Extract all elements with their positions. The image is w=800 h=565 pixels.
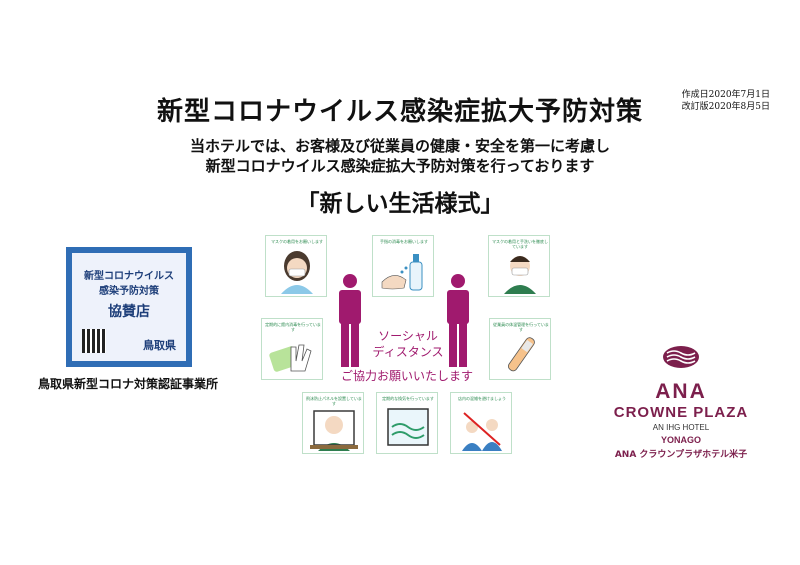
motto-heading: 「新しい生活様式」 [296,190,504,217]
hotel-logo: ANA CROWNE PLAZA AN IHG HOTEL YONAGO ANA… [600,345,762,460]
crowd-avoid-icon [462,412,502,451]
social-distance-line-2: ディスタンス [372,345,444,359]
card-label: 従業員の体温管理を行っています [493,322,549,332]
badge-line-3: 協賛店 [108,304,150,320]
card-label: マスクの着用と手洗いを徹底しています [492,239,548,249]
document-dates: 作成日2020年7月1日 改訂版2020年8月5日 [682,89,770,113]
intro-line-2: 新型コロナウイルス感染症拡大予防対策を行っております [205,157,595,175]
card-thermometer: 従業員の体温管理を行っています [489,318,551,380]
social-distance-line-1: ソーシャル [378,329,438,343]
person-silhouette-right-icon [447,274,469,367]
intro-text: 当ホテルでは、お客様及び従業員の健康・安全を第一に考慮し 新型コロナウイルス感染… [0,136,800,176]
hand-sanitizer-icon [381,254,423,291]
card-label: 店内の混雑を避けましょう [458,396,506,401]
card-label: マスクの着用をお願いします [271,239,323,244]
logo-brand-line-2: CROWNE PLAZA [613,404,749,421]
qr-code-icon [82,329,106,353]
card-partition: 飛沫防止パネルを設置しています [302,392,364,454]
masked-staff-icon [504,256,536,294]
logo-subtitle: AN IHG HOTEL [652,423,710,432]
mask-woman-icon [281,251,313,294]
social-distance-label: ソーシャル ディスタンス [368,328,448,360]
card-staff: マスクの着用と手洗いを徹底しています [488,235,550,297]
intro-line-1: 当ホテルでは、お客様及び従業員の健康・安全を第一に考慮し [189,137,610,155]
badge-caption: 鳥取県新型コロナ対策認証事業所 [38,377,219,391]
card-label: 飛沫防止パネルを設置しています [306,396,362,406]
page-title: 新型コロナウイルス感染症拡大予防対策 [156,97,643,127]
crown-wave-logo-icon [663,346,699,368]
card-disinfect: 定期的に館内消毒を行っています [261,318,323,380]
badge-line-1: 新型コロナウイルス [84,271,174,282]
cooperation-request: ご協力お願いいたします [340,369,473,383]
badge-prefecture: 鳥取県 [143,339,176,352]
revised-date: 改訂版2020年8月5日 [681,102,770,112]
card-mask: マスクの着用をお願いします [265,235,327,297]
card-label: 定期的な換気を行っています [382,396,434,401]
window-ventilation-icon [387,408,429,446]
partition-screen-icon [310,410,358,451]
card-crowd: 店内の混雑を避けましょう [450,392,512,454]
card-sanitizer: 手指の消毒をお願いします [372,235,434,297]
logo-brand-line-1: ANA [655,380,707,403]
badge-panel: 新型コロナウイルス 感染予防対策 協賛店 鳥取県 [72,253,186,361]
certification-badge: 新型コロナウイルス 感染予防対策 協賛店 鳥取県 [66,247,192,367]
logo-city: YONAGO [660,435,701,445]
disinfect-glove-icon [269,344,312,372]
badge-line-2: 感染予防対策 [99,286,159,297]
card-label: 定期的に館内消毒を行っています [265,322,321,332]
thermometer-icon [507,337,535,372]
card-ventilation: 定期的な換気を行っています [376,392,438,454]
logo-japanese-name: ANA クラウンプラザホテル米子 [614,450,748,460]
person-silhouette-left-icon [339,274,361,367]
card-label: 手指の消毒をお願いします [380,239,428,244]
created-date: 作成日2020年7月1日 [681,90,770,100]
